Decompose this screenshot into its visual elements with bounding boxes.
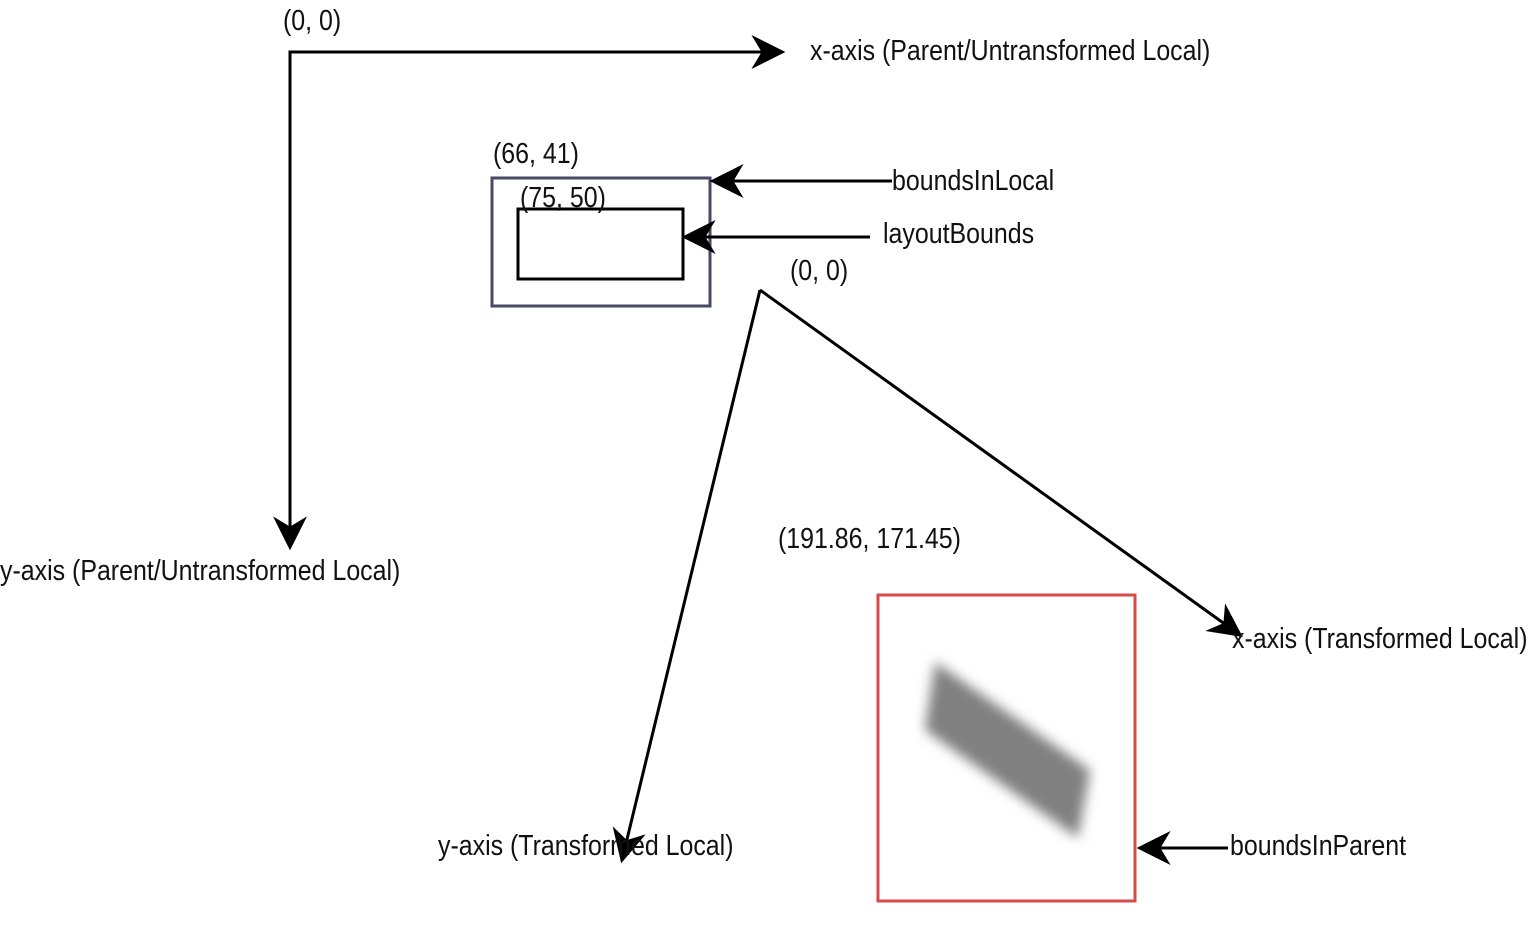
bounds-in-local-label: boundsInLocal <box>892 164 1054 196</box>
bounds-in-parent-corner-label: (191.86, 171.45) <box>778 522 961 554</box>
bounds-in-parent-label: boundsInParent <box>1230 829 1406 861</box>
layout-bounds: (75, 50) layoutBounds <box>516 181 1034 281</box>
bounds-in-parent-rect <box>876 593 1137 903</box>
transformed-x-axis-label: x-axis (Transformed Local) <box>1232 622 1528 654</box>
parent-y-axis-label: y-axis (Parent/Untransformed Local) <box>0 554 400 586</box>
parent-axes: (0, 0) x-axis (Parent/Untransformed Loca… <box>0 4 1210 586</box>
transformed-axes: (0, 0) x-axis (Transformed Local) y-axis… <box>438 254 1528 864</box>
layout-bounds-rect <box>516 207 685 281</box>
transformed-x-axis <box>759 288 1243 637</box>
transformed-y-axis-label: y-axis (Transformed Local) <box>438 829 734 861</box>
bounds-in-local-corner-label: (66, 41) <box>493 137 579 169</box>
layout-bounds-label: layoutBounds <box>883 217 1034 249</box>
transformed-shape <box>925 662 1090 838</box>
parent-x-axis-label: x-axis (Parent/Untransformed Local) <box>810 34 1210 66</box>
bounds-in-parent: (191.86, 171.45) boundsInParent <box>778 522 1406 903</box>
transformed-origin-label: (0, 0) <box>790 254 848 286</box>
layout-bounds-corner-label: (75, 50) <box>520 181 606 213</box>
transformed-y-axis <box>612 289 762 864</box>
parent-x-axis <box>288 35 786 530</box>
parent-origin-label: (0, 0) <box>283 4 341 36</box>
